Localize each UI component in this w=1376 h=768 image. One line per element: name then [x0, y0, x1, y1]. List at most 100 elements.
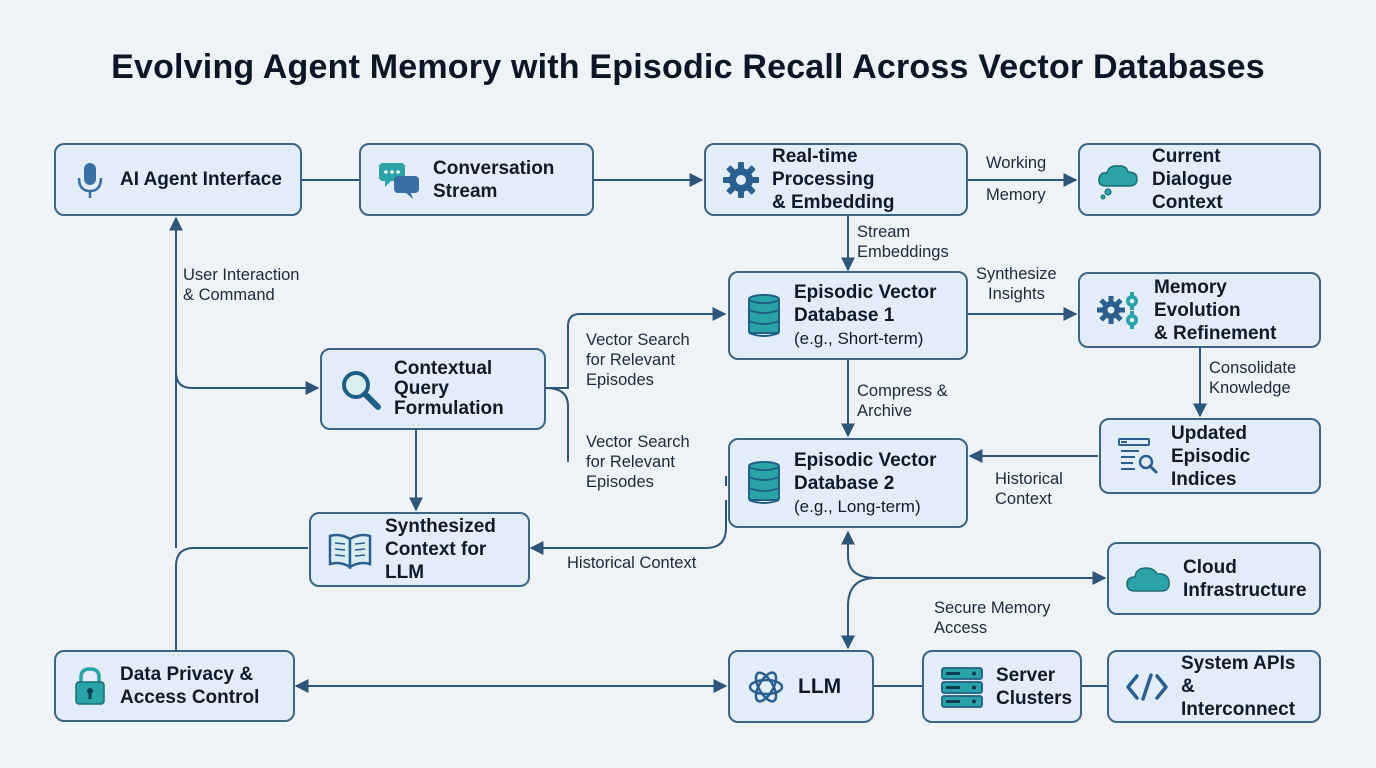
label-line: Secure Memory [934, 599, 1051, 617]
node-label-line1: Contextual [394, 358, 493, 379]
node-label-line1: Data Privacy & [120, 664, 254, 685]
edge-cloud-db2 [841, 530, 877, 579]
node-label-line1: Memory Evolution [1154, 276, 1241, 321]
label-line: Stream [857, 223, 911, 241]
label-line: Episodes [586, 371, 654, 389]
llm-knot-icon [746, 667, 786, 707]
node-label-line1: Episodic Vector [794, 449, 937, 471]
node-label-line2: Access Control [120, 687, 260, 708]
node-sublabel: (e.g., Long-term) [794, 496, 921, 516]
node-realtime-processing: Real-time Processing& Embedding [704, 143, 968, 216]
node-label-line1: Real-time Processing [772, 146, 875, 190]
label-line: Historical [995, 470, 1063, 488]
node-label-line1: Cloud [1183, 556, 1237, 578]
edge-query-db2 [545, 387, 569, 462]
label-line: Synthesize [976, 265, 1057, 283]
label-line: Working [986, 154, 1047, 172]
node-label-line2: Stream [433, 180, 498, 202]
label-synthesize-insights: Synthesize Insights [976, 264, 1057, 304]
label-working-memory: Working Memory [986, 153, 1046, 205]
label-line: for Relevant [586, 351, 675, 369]
label-vector-search-2: Vector Search for Relevant Episodes [586, 432, 690, 492]
node-llm: LLM [728, 650, 874, 723]
label-compress-archive: Compress & Archive [857, 381, 948, 421]
node-label-line2: Database 1 [794, 305, 895, 326]
label-line: Access [934, 619, 988, 637]
edge-db2-synth [529, 500, 727, 555]
node-label-line2: & Embedding [772, 192, 895, 213]
magnifier-icon [338, 367, 382, 411]
label-line: Compress & [857, 382, 948, 400]
label-user-interaction: User Interaction & Command [183, 265, 299, 305]
node-label: LLM [798, 675, 842, 698]
index-search-icon [1117, 436, 1159, 476]
node-label-line2: Context for LLM [385, 539, 487, 583]
label-stream-embeddings: Stream Embeddings [857, 222, 949, 262]
node-label-line2: Clusters [996, 687, 1073, 709]
edge-synth-agent [175, 547, 308, 650]
node-data-privacy-access-control: Data Privacy &Access Control [54, 650, 295, 722]
label-line: Vector Search [586, 433, 690, 451]
label-line: User Interaction [183, 266, 300, 284]
label-line: for Relevant [586, 453, 675, 471]
thought-cloud-icon [1096, 160, 1140, 200]
label-line: & Command [183, 286, 275, 304]
node-memory-evolution-refinement: Memory Evolution& Refinement [1078, 272, 1321, 348]
diagram-title: Evolving Agent Memory with Episodic Reca… [111, 48, 1265, 86]
node-label: AI Agent Interface [120, 169, 282, 190]
label-line: Memory [986, 186, 1046, 204]
label-line: Vector Search [586, 331, 690, 349]
label-line: Episodes [586, 473, 654, 491]
node-label-line1: Updated [1171, 422, 1247, 444]
chat-bubbles-icon [377, 160, 421, 200]
node-label-line1: Server [996, 664, 1056, 686]
label-line: Context [995, 490, 1052, 508]
open-book-icon [327, 530, 373, 570]
node-label-line2: Context [1152, 192, 1223, 213]
server-rack-icon [940, 666, 984, 708]
node-label-line2: Infrastructure [1183, 579, 1307, 601]
node-label-line1: Conversation [433, 157, 555, 179]
database-icon [746, 293, 782, 339]
node-label-line1: Synthesized [385, 516, 496, 537]
node-label-line2: & Refinement [1154, 322, 1277, 344]
label-historical-context-bottom: Historical Context [567, 554, 697, 572]
node-label-line2: & Interconnect [1181, 676, 1296, 720]
node-label-line3: Formulation [394, 398, 504, 419]
cloud-icon [1125, 563, 1171, 595]
node-label-line2: Episodic Indices [1171, 445, 1251, 490]
node-label-line2: Query [394, 378, 449, 399]
label-line: Insights [988, 285, 1045, 303]
label-consolidate-knowledge: Consolidate Knowledge [1209, 358, 1296, 398]
gear-icon [722, 161, 760, 199]
node-system-apis: System APIs& Interconnect [1107, 650, 1321, 723]
label-historical-context-right: Historical Context [995, 469, 1063, 509]
code-brackets-icon [1125, 672, 1169, 702]
label-line: Knowledge [1209, 379, 1291, 397]
label-line: Consolidate [1209, 359, 1297, 377]
node-label-line2: Database 2 [794, 472, 895, 494]
node-sublabel: (e.g., Short-term) [794, 329, 924, 348]
gears-icon [1096, 290, 1142, 330]
edge-agent-query [175, 371, 320, 395]
edge-query-db1 [546, 307, 727, 389]
label-vector-search-1: Vector Search for Relevant Episodes [586, 330, 690, 390]
node-label-line1: System APIs [1181, 653, 1296, 674]
microphone-icon [72, 160, 108, 200]
node-label-line1: Current Dialogue [1152, 146, 1233, 190]
database-icon [746, 460, 782, 506]
label-secure-memory-access: Secure Memory Access [934, 598, 1050, 638]
lock-icon [72, 666, 108, 706]
node-label-line1: Episodic Vector [794, 282, 937, 303]
label-line: Archive [857, 402, 913, 420]
